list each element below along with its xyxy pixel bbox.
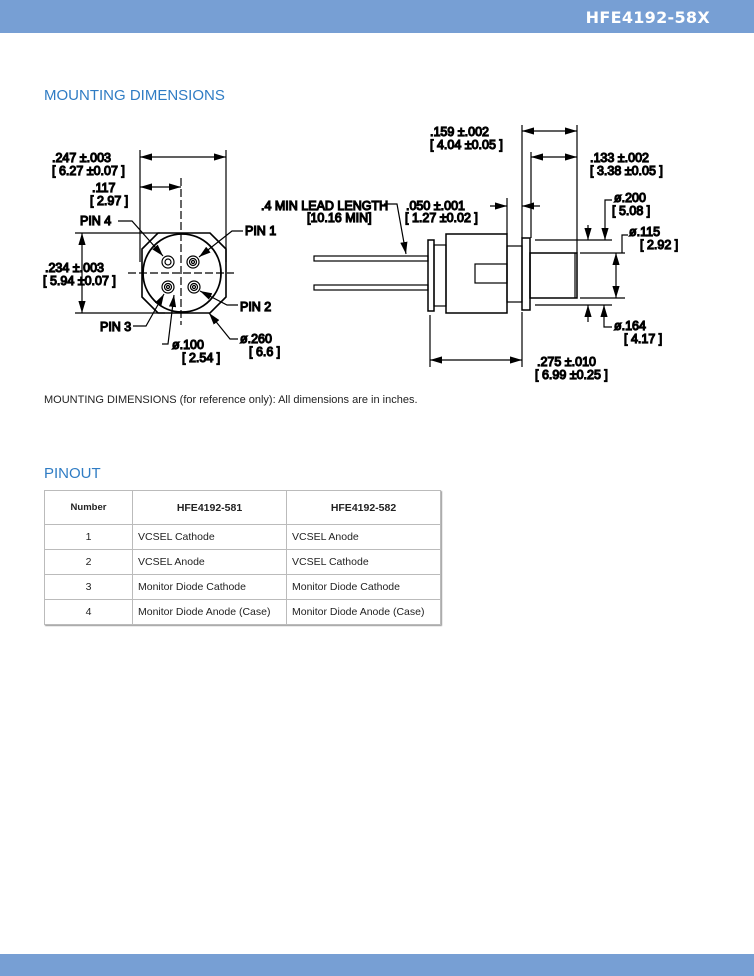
table-row: 4 Monitor Diode Anode (Case) Monitor Dio…	[44, 599, 441, 625]
dim-275: .275 ±.010	[537, 355, 596, 369]
dim-234: .234 ±.003	[45, 261, 104, 275]
col-number: Number	[44, 490, 133, 525]
dim-d164: ø.164	[614, 319, 646, 333]
table-row: 2 VCSEL Anode VCSEL Cathode	[44, 549, 441, 575]
cell: VCSEL Cathode	[132, 524, 287, 550]
dim-d200-mm: [ 5.08 ]	[612, 204, 650, 218]
dim-d200: ø.200	[614, 191, 646, 205]
dim-159-mm: [ 4.04 ±0.05 ]	[430, 138, 503, 152]
cell: Monitor Diode Cathode	[132, 574, 287, 600]
lead-length-mm: [10.16 MIN]	[307, 211, 372, 225]
pin4-label: PIN 4	[80, 214, 111, 228]
header-bar: HFE4192-58X	[0, 0, 754, 33]
cell: 2	[44, 549, 133, 575]
dim-247: .247 ±.003	[52, 151, 111, 165]
cell: VCSEL Anode	[286, 524, 441, 550]
dim-050-mm: [ 1.27 ±0.02 ]	[405, 211, 478, 225]
cell: VCSEL Cathode	[286, 549, 441, 575]
dim-d100: ø.100	[172, 338, 204, 352]
end-view	[75, 150, 243, 345]
dim-d260-mm: [ 6.6 ]	[249, 345, 280, 359]
dim-275-mm: [ 6.99 ±0.25 ]	[535, 368, 608, 382]
dim-117-mm: [ 2.97 ]	[90, 194, 128, 208]
cell: Monitor Diode Anode (Case)	[132, 599, 287, 625]
cell: 3	[44, 574, 133, 600]
dim-050: .050 ±.001	[406, 199, 465, 213]
cell: Monitor Diode Cathode	[286, 574, 441, 600]
dim-159: .159 ±.002	[430, 125, 489, 139]
mounting-dimensions-drawing: .247 ±.003 [ 6.27 ±0.07 ] .117 [ 2.97 ] …	[42, 124, 678, 382]
dim-234-mm: [ 5.94 ±0.07 ]	[43, 274, 116, 288]
part-number: HFE4192-58X	[585, 8, 710, 27]
pinout-heading: PINOUT	[44, 465, 101, 482]
cell: 4	[44, 599, 133, 625]
dim-247-mm: [ 6.27 ±0.07 ]	[52, 164, 125, 178]
mounting-dimensions-heading: MOUNTING DIMENSIONS	[44, 87, 225, 104]
dim-133: .133 ±.002	[590, 151, 649, 165]
dim-133-mm: [ 3.38 ±0.05 ]	[590, 164, 663, 178]
table-row: 1 VCSEL Cathode VCSEL Anode	[44, 524, 441, 550]
cell: Monitor Diode Anode (Case)	[286, 599, 441, 625]
side-view	[313, 125, 628, 367]
col-582: HFE4192-582	[286, 490, 441, 525]
lead-length: .4 MIN LEAD LENGTH	[261, 199, 388, 213]
pinout-table: Number HFE4192-581 HFE4192-582 1 VCSEL C…	[44, 490, 441, 625]
mounting-note: MOUNTING DIMENSIONS (for reference only)…	[44, 394, 418, 406]
dim-117: .117	[92, 181, 115, 195]
table-row: 3 Monitor Diode Cathode Monitor Diode Ca…	[44, 574, 441, 600]
cell: 1	[44, 524, 133, 550]
dim-d260: ø.260	[240, 332, 272, 346]
col-581: HFE4192-581	[132, 490, 287, 525]
table-header-row: Number HFE4192-581 HFE4192-582	[44, 490, 441, 525]
pin3-label: PIN 3	[100, 320, 131, 334]
pin2-label: PIN 2	[240, 300, 271, 314]
dim-d164-mm: [ 4.17 ]	[624, 332, 662, 346]
pin1-label: PIN 1	[245, 224, 276, 238]
cell: VCSEL Anode	[132, 549, 287, 575]
dim-d115-mm: [ 2.92 ]	[640, 238, 678, 252]
footer-bar	[0, 954, 754, 976]
dim-d115: ø.115	[629, 225, 660, 239]
dim-d100-mm: [ 2.54 ]	[182, 351, 220, 365]
